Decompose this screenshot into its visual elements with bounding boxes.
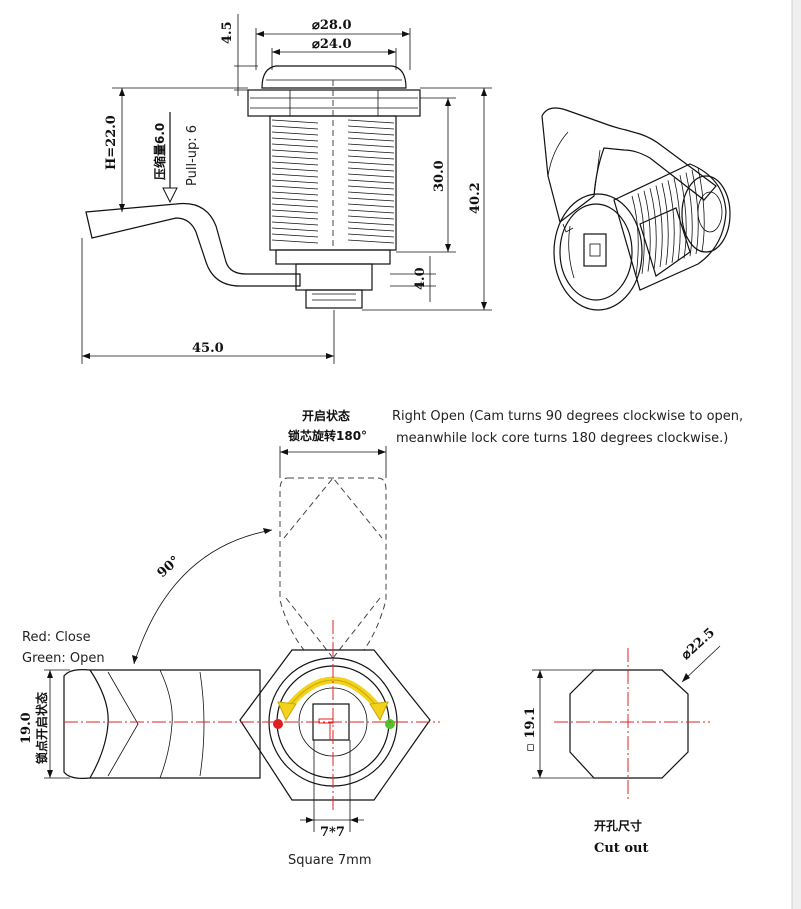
cutout-title-en: Cut out [594, 841, 648, 856]
close-indicator [273, 719, 283, 729]
open-indicator [385, 719, 395, 729]
open-state-cn-1: 开启状态 [302, 408, 350, 423]
cutout-view: ▫ 19.1 ⌀22.5 开孔尺寸 Cut out [523, 625, 721, 856]
dim-cam-thickness: 4.0 [413, 267, 428, 290]
dim-total: 40.2 [468, 182, 483, 214]
dim-pullup: Pull-up: 6 [185, 125, 200, 186]
side-view: ⌀28.0 ⌀24.0 4.5 H=22.0 [81, 14, 492, 364]
legend-green: Green: Open [22, 651, 105, 666]
dim-outer-diameter: ⌀28.0 [312, 18, 352, 33]
cutout-dim-flat: ▫ 19.1 [523, 707, 538, 752]
open-state-cn-2: 锁芯旋转180° [288, 428, 367, 443]
iso-thread [631, 167, 705, 277]
thread-left [271, 119, 319, 244]
note-line-2: meanwhile lock core turns 180 degrees cl… [396, 431, 728, 446]
isometric-view [541, 107, 731, 311]
dim-flange: 4.5 [220, 21, 235, 44]
dim-height: H=22.0 [104, 115, 119, 170]
legend-red: Red: Close [22, 630, 91, 645]
dim-thread: 30.0 [432, 160, 447, 192]
dim-width: 19.0 [19, 712, 34, 744]
dim-pressure-cn: 压缩量6.0 [152, 123, 167, 180]
dim-square: 7*7 [320, 825, 345, 840]
cutout-title-cn: 开孔尺寸 [594, 818, 642, 833]
dim-cam-length: 45.0 [192, 341, 224, 356]
square-label: Square 7mm [288, 853, 372, 868]
dim-inner-diameter: ⌀24.0 [312, 37, 352, 52]
angle-label: 90° [155, 553, 183, 581]
cutout-dim-diameter: ⌀22.5 [679, 625, 718, 663]
note-line-1: Right Open (Cam turns 90 degrees clockwi… [392, 409, 743, 424]
thread-right [347, 119, 395, 244]
front-view: 开启状态 锁芯旋转180° Right Open (Cam turns 90 d… [19, 408, 743, 868]
indicator-cn: 锁点开启状态 [34, 692, 49, 764]
